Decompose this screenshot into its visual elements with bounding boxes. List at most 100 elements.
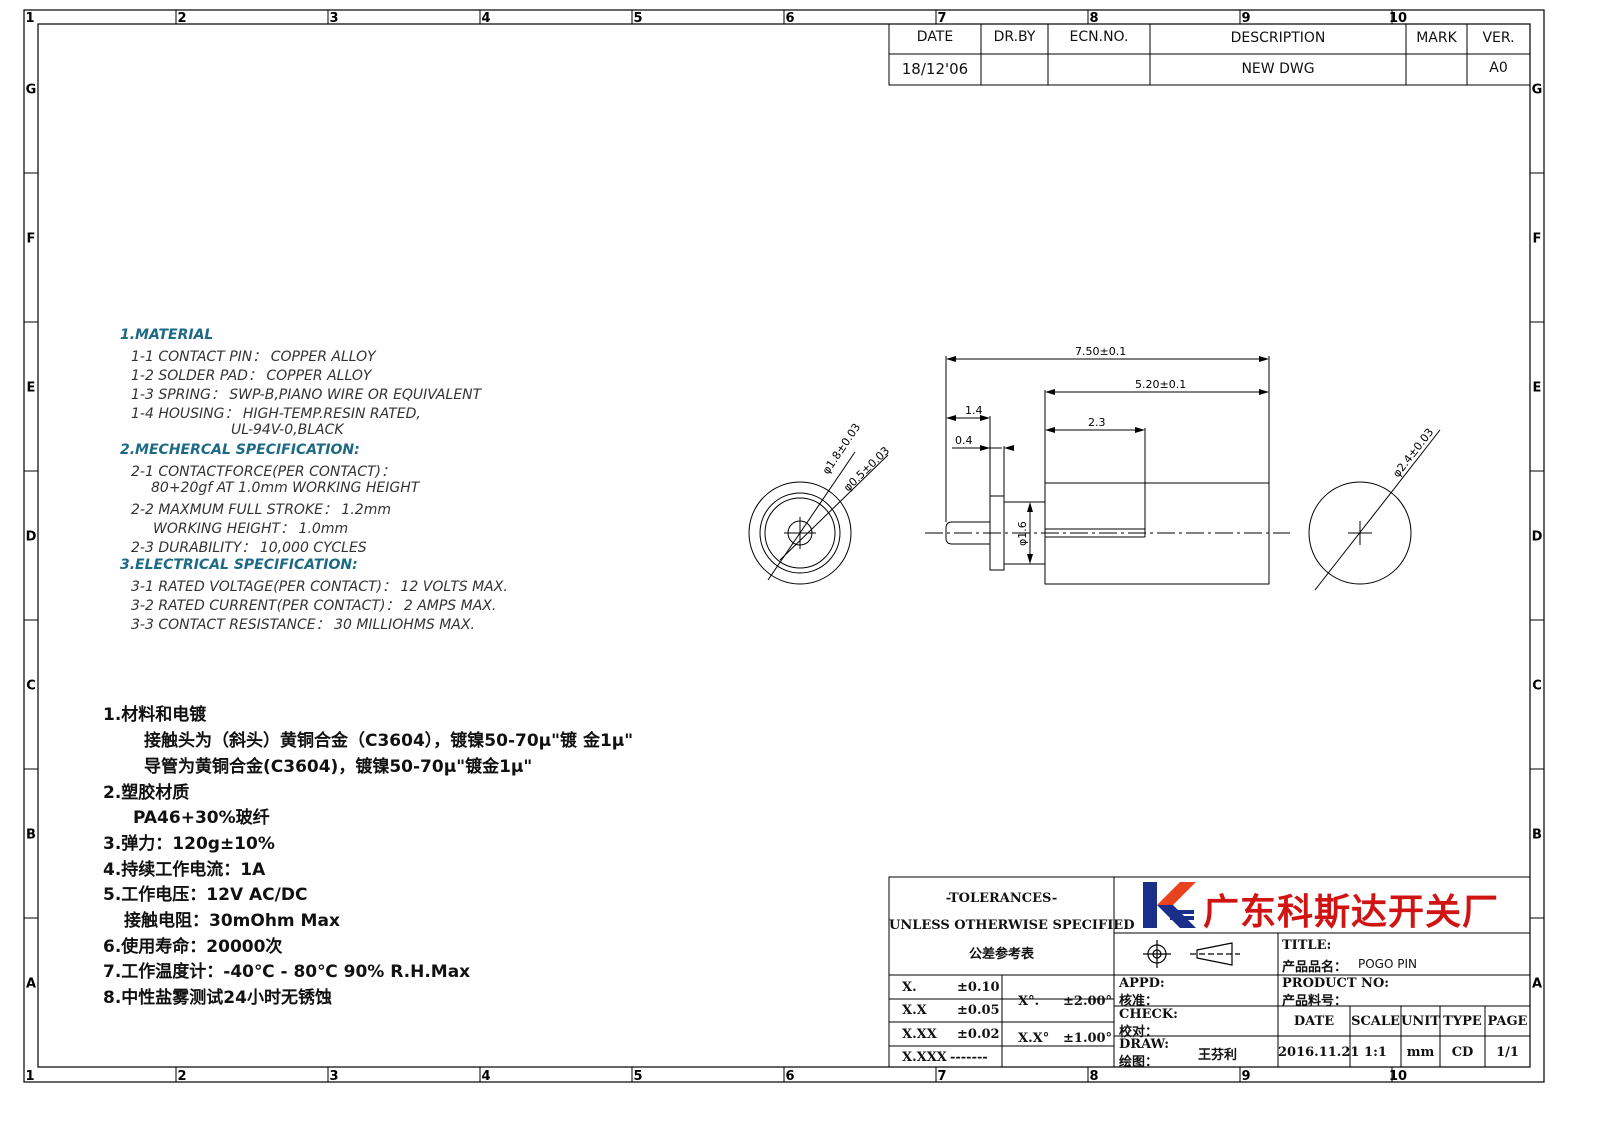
check-label: CHECK: (1119, 1007, 1178, 1022)
tol-xx-val: ±0.05 (957, 1003, 1000, 1018)
spec-m4b: UL-94V-0,BLACK (231, 422, 344, 438)
zone-row-label-right: F (1533, 232, 1542, 247)
zone-col-label-bottom: 9 (1241, 1069, 1250, 1084)
company-name: 广东科斯达开关厂 (1203, 892, 1500, 933)
tol-xxxx-key: X.XXX (902, 1050, 947, 1065)
spec-k1b: 80+20gf AT 1.0mm WORKING HEIGHT (151, 480, 420, 496)
spec-m2: 1-2 SOLDER PAD： COPPER ALLOY (131, 368, 372, 384)
check-cn: 校对： (1119, 1025, 1159, 1040)
dim-14: 1.4 (965, 404, 983, 417)
rev-ver: A0 (1489, 60, 1508, 76)
spec-e3: 3-3 CONTACT RESISTANCE： 30 MILLIOHMS MAX… (131, 617, 475, 633)
product-no-label: PRODUCT NO: (1282, 976, 1390, 991)
ang-xx-val: ±1.00° (1063, 1031, 1113, 1046)
cn-note-2: 2.塑胶材质 (103, 783, 190, 803)
zone-col-label-bottom: 5 (633, 1069, 642, 1084)
zone-col-label-bottom: 3 (329, 1069, 338, 1084)
product-no-cn: 产品料号： (1282, 994, 1348, 1009)
zone-col-label-top: 9 (1241, 11, 1250, 26)
appd-cn: 核准： (1119, 994, 1159, 1009)
dim-dia05: φ0.5±0.03 (841, 444, 892, 494)
revision-table (888, 23, 1531, 86)
cn-note-5a: 接触电阻：30mOhm Max (124, 911, 340, 931)
cn-note-6: 6.使用寿命：20000次 (103, 937, 283, 957)
dim-dia16: φ1.6 (1016, 521, 1029, 546)
projection-symbol-icon (1143, 940, 1240, 968)
rev-header-ver: VER. (1482, 30, 1515, 46)
zone-row-label-right: G (1532, 83, 1543, 98)
zone-row-label-left: A (26, 977, 36, 992)
dim-total: 7.50±0.1 (1075, 345, 1126, 358)
rev-header-drby: DR.BY (993, 29, 1036, 45)
spec-e2: 3-2 RATED CURRENT(PER CONTACT)： 2 AMPS M… (131, 598, 497, 614)
value-date: 2016.11.21 (1278, 1045, 1360, 1060)
cn-note-4: 4.持续工作电流：1A (103, 860, 266, 880)
zone-row-label-left: E (27, 381, 36, 396)
side-view (925, 356, 1290, 585)
header-page: PAGE (1487, 1014, 1528, 1029)
zone-row-label-left: C (26, 679, 36, 694)
dim-dia24: φ2.4±0.03 (1390, 426, 1436, 480)
zone-col-label-bottom: 10 (1389, 1069, 1407, 1084)
dim-23: 2.3 (1088, 416, 1106, 429)
zone-row-label-right: D (1532, 530, 1543, 545)
tol-xxx-val: ±0.02 (957, 1027, 1000, 1042)
tol-xxx-key: X.XX (902, 1027, 937, 1042)
spec-material-heading: 1.MATERIAL (120, 327, 214, 343)
zone-col-label-bottom: 2 (177, 1069, 186, 1084)
zone-col-label-bottom: 4 (481, 1069, 490, 1084)
spec-m1: 1-1 CONTACT PIN： COPPER ALLOY (131, 349, 376, 365)
zone-row-label-right: E (1533, 381, 1542, 396)
zone-col-label-top: 1 (25, 11, 34, 26)
cn-note-3: 3.弹力：120g±10% (103, 834, 275, 854)
product-name-value: POGO PIN (1358, 957, 1417, 971)
tol-x-key: X. (902, 980, 917, 995)
ang-xx-key: X.X° (1018, 1031, 1050, 1046)
header-scale: SCALE (1351, 1014, 1400, 1029)
tol-xx-key: X.X (902, 1003, 927, 1018)
ang-x-val: ±2.00° (1063, 994, 1113, 1009)
spec-mech-heading: 2.MECHERCAL SPECIFICATION: (120, 442, 360, 458)
dim-04: 0.4 (955, 434, 973, 447)
product-name-label: 产品品名： (1282, 960, 1348, 975)
zone-row-label-left: F (27, 232, 36, 247)
spec-k2: 2-2 MAXMUM FULL STROKE： 1.2mm (131, 502, 391, 518)
spec-k3: 2-3 DURABILITY： 10,000 CYCLES (131, 540, 367, 556)
rev-header-ecn: ECN.NO. (1069, 29, 1129, 45)
draw-label: DRAW: (1119, 1037, 1170, 1052)
draw-cn: 绘图： (1119, 1055, 1159, 1070)
spec-e1: 3-1 RATED VOLTAGE(PER CONTACT)： 12 VOLTS… (131, 579, 508, 595)
zone-col-label-top: 4 (481, 11, 490, 26)
tol-xxxx-val: ------- (950, 1050, 988, 1065)
cn-note-2a: PA46+30%玻纤 (133, 808, 270, 828)
spec-k1: 2-1 CONTACTFORCE(PER CONTACT)： (131, 464, 396, 480)
zone-col-label-top: 3 (329, 11, 338, 26)
value-type: CD (1451, 1045, 1474, 1060)
header-date: DATE (1293, 1014, 1335, 1029)
zone-col-label-top: 5 (633, 11, 642, 26)
zone-col-label-bottom: 7 (937, 1069, 946, 1084)
cn-note-7: 7.工作温度计：-40℃ - 80℃ 90% R.H.Max (103, 962, 471, 982)
value-unit: mm (1406, 1045, 1435, 1060)
title-label: TITLE: (1282, 938, 1332, 953)
tol-x-val: ±0.10 (957, 980, 1000, 995)
rev-header-desc: DESCRIPTION (1230, 30, 1326, 46)
cn-note-5: 5.工作电压：12V AC/DC (103, 885, 308, 905)
spec-elec-heading: 3.ELECTRICAL SPECIFICATION: (120, 557, 358, 573)
zone-col-label-top: 6 (785, 11, 794, 26)
zone-row-label-left: D (26, 530, 37, 545)
end-view-left (748, 451, 889, 585)
header-unit: UNIT (1401, 1014, 1440, 1029)
zone-col-label-bottom: 1 (25, 1069, 34, 1084)
cn-note-1: 1.材料和电镀 (103, 705, 207, 725)
cn-note-8: 8.中性盐雾测试24小时无锈蚀 (103, 988, 332, 1008)
rev-header-mark: MARK (1416, 30, 1457, 46)
dim-dia18: φ1.8±0.03 (820, 421, 863, 477)
cn-note-1b: 导管为黄铜合金(C3604)，镀镍50-70μ"镀金1μ" (144, 757, 533, 777)
company-logo-icon (1143, 882, 1196, 928)
zone-col-label-top: 10 (1389, 11, 1407, 26)
zone-col-label-top: 2 (177, 11, 186, 26)
zone-row-label-right: C (1532, 679, 1542, 694)
zone-col-label-top: 8 (1089, 11, 1098, 26)
